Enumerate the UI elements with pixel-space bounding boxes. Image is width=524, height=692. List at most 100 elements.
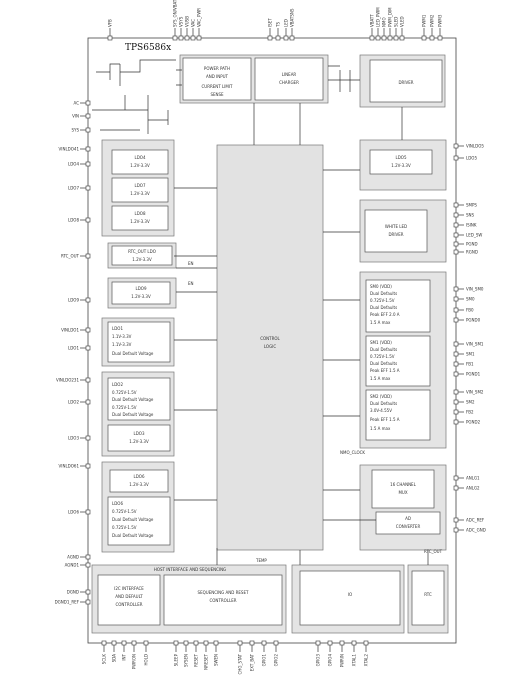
- bottom-pin-label: EXT_BAT: [250, 653, 255, 671]
- adc-mux-block: [371, 469, 435, 509]
- right-pin-label: ANLG2: [466, 486, 480, 491]
- ldo5-name: LDO5: [395, 155, 406, 160]
- sm0-line5: Peak EFF 2.0 A: [370, 312, 400, 317]
- diode-network: [328, 65, 360, 92]
- ldo4-block: [111, 149, 169, 175]
- left-pin-pad: [85, 185, 91, 191]
- right-pin-label: PGND1: [466, 372, 481, 377]
- top-pin-label: VUSB: [185, 16, 190, 27]
- rtc-block: [411, 570, 445, 626]
- left-pin-label: AC: [74, 101, 80, 106]
- left-pin-label: AGND1: [65, 563, 80, 568]
- ldo9-name: LDO9: [135, 286, 146, 291]
- bottom-pin-label: PWRON: [132, 654, 137, 669]
- right-pin-pad: [453, 527, 459, 533]
- right-pin-pad: [453, 222, 459, 228]
- right-pin-pad: [453, 317, 459, 323]
- bottom-pin-pad: [351, 640, 357, 646]
- right-pin-pad: [453, 485, 459, 491]
- io-block: [299, 570, 401, 626]
- bottom-pin-pad: [143, 640, 149, 646]
- left-pin-pad: [85, 599, 91, 605]
- sm2-block: [365, 389, 431, 441]
- left-pin-label: RTC_OUT: [61, 254, 80, 259]
- bottom-pin-label: NRESET: [204, 653, 209, 669]
- right-pin-label: VIN_SM1: [466, 342, 484, 347]
- left-pin-pad: [85, 509, 91, 515]
- ldo3-range: 1.2V-3.3V: [129, 439, 149, 444]
- i2c-line3: CONTROLLER: [115, 602, 142, 607]
- bottom-pin-pad: [273, 640, 279, 646]
- left-pin-pad: [85, 113, 91, 119]
- top-pin-label: PWM1: [422, 14, 427, 27]
- ldo6-range: 1.2V-3.3V: [129, 482, 149, 487]
- bottom-pin-pad: [249, 640, 255, 646]
- right-pin-label: SM0: [466, 297, 475, 302]
- top-pin-pad: [289, 35, 295, 41]
- control-logic-line1: CONTROL: [260, 336, 280, 341]
- powerpath-line4: SENSE: [210, 92, 224, 97]
- driver-block: [369, 59, 443, 103]
- right-pin-label: PGND2: [466, 420, 481, 425]
- i2c-block: [97, 574, 161, 626]
- right-pin-pad: [453, 286, 459, 292]
- right-pin-label: ISINK: [466, 223, 477, 228]
- bottom-pin-pad: [173, 640, 179, 646]
- bottom-pin-label: CHG_STAT: [238, 653, 243, 674]
- top-pin-label: TS: [276, 22, 281, 28]
- top-pin-label: PWM3: [438, 14, 443, 27]
- right-pin-pad: [453, 517, 459, 523]
- left-pin-label: LDO2: [68, 400, 79, 405]
- left-pin-label: LDO3: [68, 436, 79, 441]
- bottom-pin-pad: [111, 640, 117, 646]
- ldo3-name: LDO3: [133, 431, 144, 436]
- sm2-line1: SM2 (VDD): [370, 394, 392, 399]
- top-pin-label: VLED: [400, 16, 405, 27]
- right-pin-label: SMPS: [466, 203, 477, 208]
- ldo5-range: 1.2V-3.3V: [391, 163, 411, 168]
- left-pin-label: LDO6: [68, 510, 79, 515]
- sm0-line1: SM0 (VDD): [370, 284, 392, 289]
- right-pin-label: VIN_SM2: [466, 390, 484, 395]
- bottom-pin-pad: [327, 640, 333, 646]
- seq-block: [163, 574, 283, 626]
- ldo7-range: 1.2V-3.3V: [130, 191, 150, 196]
- right-pin-label: RGND: [466, 250, 478, 255]
- ldo6-block: [109, 469, 169, 493]
- bottom-pin-pad: [261, 640, 267, 646]
- adc-mux-line1: 16 CHANNEL: [390, 482, 416, 487]
- adc-line1: AD: [405, 516, 411, 521]
- left-pin-pad: [85, 554, 91, 560]
- ldo6b-range-1: 0.725V-1.5V: [112, 509, 137, 514]
- right-pin-pad: [453, 351, 459, 357]
- right-pin-pad: [453, 307, 459, 313]
- control-logic-line2: LOGIC: [264, 344, 277, 349]
- right-pin-label: ADC_REF: [466, 518, 485, 523]
- bottom-pin-pad: [339, 640, 345, 646]
- ldo1-range-1: 1.1V-3.3V: [112, 334, 132, 339]
- bottom-pin-pad: [237, 640, 243, 646]
- ldo1-name: LDO1: [112, 326, 123, 331]
- sm2-line4: Peak EFF 1.5 A: [370, 417, 400, 422]
- ldo5-block: [369, 149, 433, 175]
- ldo1-note: Dual Default Voltage: [112, 351, 154, 356]
- left-pin-pad: [85, 217, 91, 223]
- rtc-ldo-block: [111, 245, 173, 266]
- bottom-pin-label: SCLK: [102, 654, 107, 665]
- top-pin-label: VBATSNS: [290, 8, 295, 27]
- en-label-1: EN: [188, 261, 194, 266]
- sm2-line3: 3.0V-4.55V: [370, 408, 392, 413]
- ldo2-block: [107, 377, 171, 421]
- left-pin-label: VINLDO61: [59, 464, 80, 469]
- right-pin-label: PGND0: [466, 318, 481, 323]
- bottom-pin-pad: [183, 640, 189, 646]
- bottom-pin-pad: [315, 640, 321, 646]
- ldo8-name: LDO8: [134, 211, 145, 216]
- sm1-line2: Dual Defaults: [370, 347, 397, 352]
- sm0-block: [365, 279, 431, 333]
- right-pin-label: VIN_SM0: [466, 287, 484, 292]
- ldo6b-note-1: Dual Default Voltage: [112, 517, 154, 522]
- top-pin-label: VAC_PWR: [197, 8, 202, 27]
